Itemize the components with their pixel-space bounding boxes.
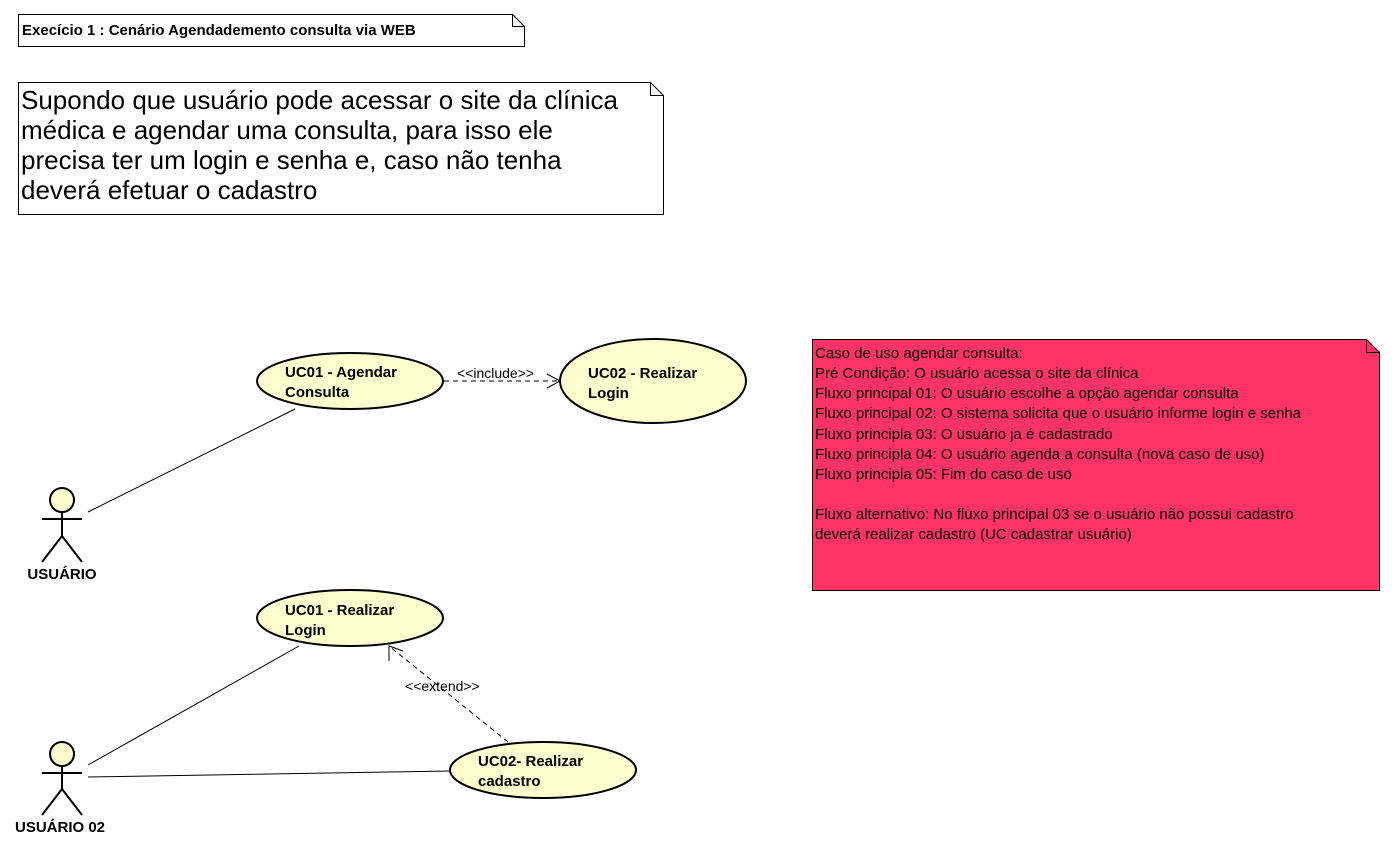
extend-label: <<extend>> (405, 678, 480, 694)
use-case-realizar-login-top: UC02 - Realizar Login (559, 338, 747, 424)
use-case-login-top-line-2: Login (588, 385, 629, 402)
actor-usuario-02-icon (41, 741, 83, 816)
description-line-1: Caso de uso agendar consulta: (815, 345, 1023, 362)
use-case-agendar-line-1: UC01 - Agendar (285, 364, 397, 381)
description-line-4: Fluxo principal 02: O sistema solicita q… (815, 405, 1302, 422)
include-relation: <<include>> (444, 365, 562, 389)
description-line-9: Fluxo alternativo: No fluxo principal 03… (815, 506, 1294, 523)
scenario-note: Supondo que usuário pode acessar o site … (18, 82, 664, 215)
title-note: Execício 1 : Cenário Agendadement​o cons… (18, 14, 525, 47)
actor-usuario: USUÁRIO (27, 487, 97, 583)
description-line-7: Fluxo principla 05: Fim do caso de uso (815, 466, 1072, 483)
use-case-cadastro-line-2: cadastro (478, 773, 541, 790)
description-line-3: Fluxo principal 01: O usuário escolhe a … (815, 385, 1239, 402)
actor-usuario-icon (41, 487, 83, 563)
scenario-line-3: precisa ter um login e senha e, caso não… (21, 145, 562, 175)
description-line-10: deverá realizar cadastro (UC cadastrar u… (815, 526, 1132, 543)
description-line-6: Fluxo principla 04: O usuário agenda a c… (815, 446, 1264, 463)
use-case-cadastro-line-1: UC02- Realizar (478, 753, 583, 770)
extend-relation: <<extend>> (388, 645, 509, 743)
use-case-realizar-login-bottom: UC01 - Realizar Login (256, 589, 444, 647)
association-usuario02-login (87, 645, 300, 766)
association-usuario02-cadastro (87, 770, 453, 778)
scenario-line-4: deverá efetuar o cadastro (21, 175, 317, 205)
title-note-text: Execício 1 : Cenário Agendadement​o cons… (22, 22, 416, 39)
use-case-login-bottom-line-1: UC01 - Realizar (285, 602, 394, 619)
actor-usuario-02: USUÁRIO 02 (15, 741, 105, 836)
use-case-agendar-line-2: Consulta (285, 384, 350, 401)
association-usuario-agendar (87, 408, 296, 513)
scenario-line-1: Supondo que usuário pode acessar o site … (21, 85, 618, 115)
actor-usuario-label: USUÁRIO (27, 566, 97, 583)
description-note: Caso de uso agendar consulta: Pré Condiç… (812, 339, 1380, 591)
use-case-realizar-cadastro: UC02- Realizar cadastro (449, 741, 637, 799)
use-case-login-top-line-1: UC02 - Realizar (588, 365, 697, 382)
description-line-5: Fluxo principla 03: O usuário ja é cadas… (815, 426, 1113, 443)
actor-usuario-02-label: USUÁRIO 02 (15, 819, 105, 836)
description-line-2: Pré Condição: O usuário acessa o site da… (815, 365, 1139, 382)
include-label: <<include>> (457, 365, 534, 381)
scenario-line-2: médica e agendar uma consulta, para isso… (21, 115, 553, 145)
use-case-login-bottom-line-2: Login (285, 622, 326, 639)
use-case-agendar-consulta: UC01 - Agendar Consulta (256, 352, 444, 410)
